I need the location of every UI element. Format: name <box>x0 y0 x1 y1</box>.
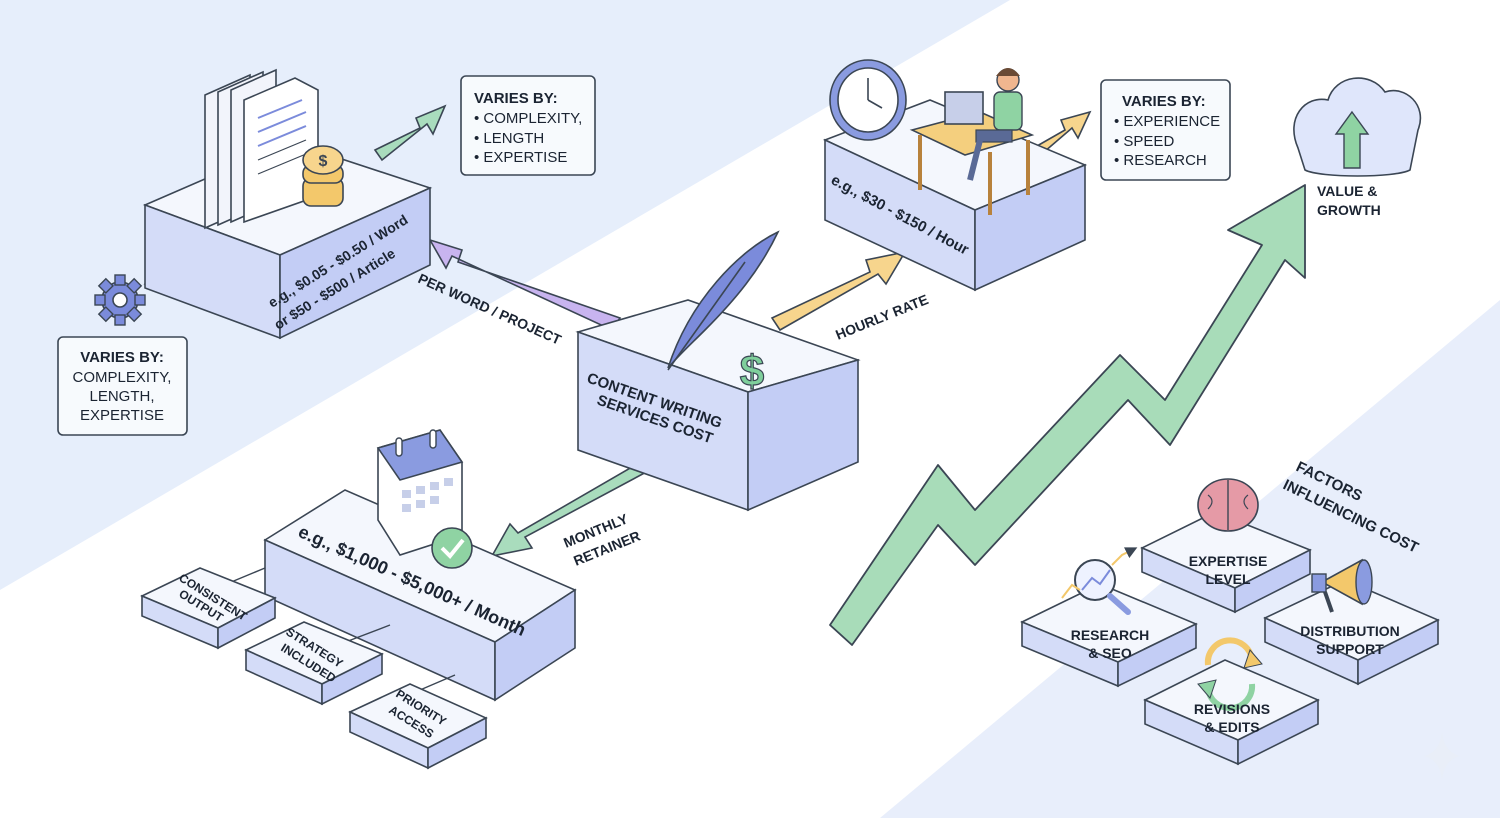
callout-item: LENGTH, <box>89 388 154 405</box>
sparkle-icon <box>1424 732 1460 780</box>
per-word-slab[interactable]: $ e.g., $0.05 - $0.50 / Word or $50 - $5… <box>142 68 433 340</box>
svg-text:$: $ <box>319 153 328 170</box>
tile-label-line1: EXPERTISE <box>1189 553 1268 569</box>
callout-item: • RESEARCH <box>1114 152 1207 169</box>
magnifier-chart-icon <box>1061 547 1138 615</box>
callout-item: • COMPLEXITY, <box>474 110 582 127</box>
hourly-slab[interactable]: e.g., $30 - $150 / Hour <box>822 59 1088 292</box>
factor-tile-revisions-edits[interactable]: REVISIONS & EDITS <box>1143 637 1320 766</box>
tile-label-line2: SUPPORT <box>1316 641 1384 657</box>
per-word-callout-top: VARIES BY: • COMPLEXITY, • LENGTH • EXPE… <box>460 75 596 176</box>
refresh-arrows-icon <box>1197 637 1263 712</box>
callout-item: • SPEED <box>1114 133 1174 150</box>
desk-worker-icon <box>909 68 1035 215</box>
callout-item: • LENGTH <box>474 130 544 147</box>
coins-icon: $ <box>302 145 344 207</box>
tile-label-line1: REVISIONS <box>1194 701 1270 717</box>
svg-text:$: $ <box>740 347 764 396</box>
megaphone-icon <box>1311 558 1373 613</box>
dollar-icon: $ <box>739 346 765 396</box>
retainer-feature-tile[interactable]: STRATEGY INCLUDED <box>244 621 384 706</box>
cloud-upload-icon <box>1293 77 1421 177</box>
value-label-line1: VALUE & <box>1317 183 1377 199</box>
growth-arrow[interactable] <box>829 184 1306 646</box>
arrow-hourly <box>770 250 907 332</box>
clock-icon <box>829 59 907 141</box>
quill-icon <box>667 230 780 371</box>
per-word-callout-left: VARIES BY: COMPLEXITY, LENGTH, EXPERTISE <box>57 336 188 436</box>
tile-label-line2: & EDITS <box>1204 719 1259 735</box>
callout-heading: VARIES BY: <box>80 349 164 366</box>
retainer-feature-tile[interactable]: CONSISTENT OUTPUT <box>140 567 277 650</box>
callout-heading: VARIES BY: <box>1122 93 1206 110</box>
brain-icon <box>1197 478 1259 532</box>
tile-label-line1: RESEARCH <box>1071 627 1150 643</box>
callout-item: • EXPERIENCE <box>1114 113 1220 130</box>
callout-item: EXPERTISE <box>80 407 164 424</box>
center-slab[interactable]: $ CONTENT WRITING SERVICES COST <box>575 230 861 512</box>
arrow-small-top <box>373 104 447 162</box>
tile-label-line1: DISTRIBUTION <box>1300 623 1400 639</box>
callout-heading: VARIES BY: <box>474 90 558 107</box>
factor-tile-research-seo[interactable]: RESEARCH & SEO <box>1020 547 1198 688</box>
callout-item: COMPLEXITY, <box>73 369 172 386</box>
calendar-icon <box>376 429 473 569</box>
callout-item: • EXPERTISE <box>474 149 567 166</box>
gear-icon <box>94 274 146 326</box>
arrow-per-word <box>428 238 622 332</box>
retainer-slab[interactable]: e.g., $1,000 - $5,000+ / Month <box>263 429 577 702</box>
tile-label-line2: & SEO <box>1088 645 1132 661</box>
factor-tile-distribution-support[interactable]: DISTRIBUTION SUPPORT <box>1263 558 1440 686</box>
hourly-callout: VARIES BY: • EXPERIENCE • SPEED • RESEAR… <box>1100 79 1231 181</box>
retainer-feature-tile[interactable]: PRIORITY ACCESS <box>348 683 488 770</box>
value-label-line2: GROWTH <box>1317 202 1381 218</box>
factor-tile-expertise-level[interactable]: EXPERTISE LEVEL <box>1140 478 1312 614</box>
tile-label-line2: LEVEL <box>1205 571 1251 587</box>
documents-icon <box>204 68 319 230</box>
check-circle-icon <box>431 527 473 569</box>
